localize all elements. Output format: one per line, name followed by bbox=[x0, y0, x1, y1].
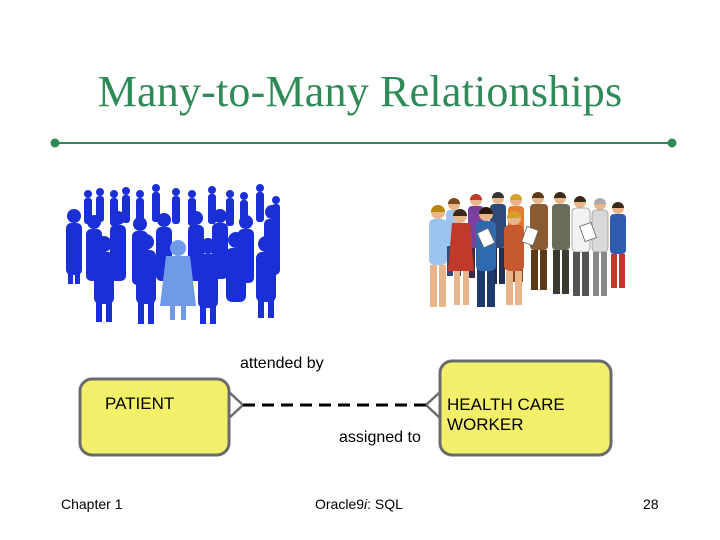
footer-chapter: Chapter 1 bbox=[61, 496, 123, 512]
divider-left-dot bbox=[50, 138, 60, 148]
patient-entity-box[interactable] bbox=[78, 377, 231, 457]
relationship-label-attended-by: attended by bbox=[240, 355, 324, 372]
patient-entity-label: PATIENT bbox=[105, 394, 175, 413]
health-care-worker-entity-label: HEALTH CARE WORKER bbox=[447, 395, 565, 434]
footer-course: Oracle9i: SQL bbox=[315, 496, 403, 512]
crowd-silhouettes-icon bbox=[66, 184, 280, 324]
health-care-worker-entity-box[interactable] bbox=[438, 359, 613, 457]
divider-right-dot bbox=[667, 138, 677, 148]
relationship-label-assigned-to: assigned to bbox=[339, 429, 421, 446]
worker-crows-foot-icon bbox=[425, 391, 441, 419]
patient-crows-foot-icon bbox=[228, 391, 244, 419]
footer-page-number: 28 bbox=[643, 496, 659, 512]
slide-title: Many-to-Many Relationships bbox=[97, 67, 623, 116]
health-care-workers-group-icon bbox=[429, 192, 626, 307]
